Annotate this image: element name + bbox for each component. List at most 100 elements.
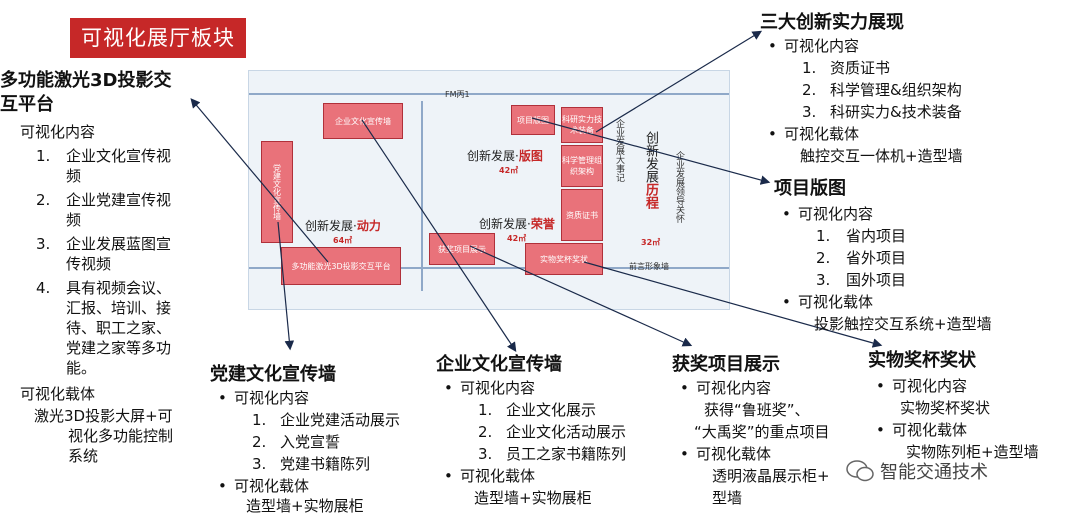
xiangmu-title: 项目版图 [774, 178, 846, 199]
label-xingxiang: 前言形象墙 [629, 262, 669, 271]
room-zizhi: 资质证书 [561, 189, 603, 241]
wenhua-item-num: 1. [478, 401, 493, 419]
wenhua-carrier-head: 可视化载体 [444, 466, 535, 486]
sanda-title: 三大创新实力展现 [760, 12, 904, 33]
xiangmu-content-head: 可视化内容 [782, 204, 873, 224]
room-projector: 多功能激光3D投影交互平台 [281, 247, 401, 285]
xiangmu-item-num: 2. [816, 249, 831, 267]
huojiang-content-head: 可视化内容 [680, 378, 771, 398]
projector-item-text: 频 [66, 167, 82, 185]
wenhua-title: 企业文化宣传墙 [436, 354, 562, 375]
projector-item-num: 1. [36, 147, 51, 165]
projector-title-line1: 多功能激光3D投影交 [0, 70, 172, 91]
dangjian-title: 党建文化宣传墙 [210, 364, 336, 385]
zone-licheng: 创新发展历程 [643, 131, 658, 209]
huojiang-carrier-head: 可视化载体 [680, 444, 771, 464]
dangjian-item-num: 2. [252, 433, 267, 451]
projector-item-num: 2. [36, 191, 51, 209]
wenhua-carrier: 造型墙+实物展柜 [474, 489, 592, 507]
projector-item-text: 党建之家等多功 [66, 339, 172, 357]
room-dangjian: 党建文化宣传墙 [261, 141, 293, 243]
zone-banto-area: 42㎡ [499, 166, 519, 175]
jiangbei-title: 实物奖杯奖状 [868, 350, 976, 371]
sanda-item-text: 科学管理&组织架构 [830, 81, 962, 99]
xiangmu-item-text: 省内项目 [846, 227, 907, 245]
room-xiangmu: 项目版图 [511, 105, 555, 135]
projector-item-text: 企业发展蓝图宣 [66, 235, 172, 253]
sanda-carrier-head: 可视化载体 [768, 124, 859, 144]
huojiang-carrier: 透明液晶展示柜+ [712, 467, 830, 485]
room-guanli: 科学管理组织架构 [561, 145, 603, 187]
wall-divider [421, 101, 423, 291]
xiangmu-item-text: 国外项目 [846, 271, 907, 289]
wall-bottom [249, 267, 729, 269]
arrow-projector [190, 98, 329, 263]
floor-plan: 企业文化宣传墙 党建文化宣传墙 多功能激光3D投影交互平台 项目版图 科研实力技… [248, 70, 730, 310]
label-dashiji: 企业发展大事记 [614, 119, 624, 182]
label-lingdao: 企业发展领导关怀 [674, 151, 684, 223]
room-keyan: 科研实力技术装备 [561, 107, 603, 143]
room-jiangbei: 实物奖杯奖状 [525, 243, 603, 275]
arrow-xiangmu [531, 117, 771, 185]
arrow-dangjian [277, 221, 295, 351]
sanda-content-head: 可视化内容 [768, 36, 859, 56]
projector-content-head: 可视化内容 [20, 123, 96, 141]
wall-top [249, 93, 729, 95]
projector-carrier-head: 可视化载体 [20, 385, 96, 403]
dangjian-item-num: 1. [252, 411, 267, 429]
page-title: 可视化展厅板块 [70, 18, 246, 58]
projector-carrier-line: 视化多功能控制 [68, 427, 174, 445]
projector-title-line2: 互平台 [0, 94, 54, 115]
wenhua-item-text: 企业文化活动展示 [506, 423, 627, 441]
zone-licheng-area: 32㎡ [641, 238, 661, 247]
projector-item-text: 企业文化宣传视 [66, 147, 172, 165]
xiangmu-carrier-head: 可视化载体 [782, 292, 873, 312]
projector-carrier-line: 激光3D投影大屏+可 [34, 407, 173, 425]
dangjian-carrier: 造型墙+实物展柜 [246, 497, 364, 515]
projector-item-text: 频 [66, 211, 82, 229]
projector-item-num: 4. [36, 279, 51, 297]
zone-dongli: 创新发展·动力 [305, 219, 381, 233]
wenhua-item-num: 2. [478, 423, 493, 441]
zone-rongyu-area: 42㎡ [507, 234, 527, 243]
jiangbei-content-head: 可视化内容 [876, 376, 967, 396]
wenhua-item-text: 员工之家书籍陈列 [506, 445, 627, 463]
xiangmu-item-text: 省外项目 [846, 249, 907, 267]
huojiang-title: 获奖项目展示 [672, 354, 780, 375]
dangjian-content-head: 可视化内容 [218, 388, 309, 408]
projector-item-text: 待、职工之家、 [66, 319, 172, 337]
projector-item-text: 传视频 [66, 255, 112, 273]
dangjian-item-text: 企业党建活动展示 [280, 411, 401, 429]
xiangmu-item-num: 3. [816, 271, 831, 289]
xiangmu-item-num: 1. [816, 227, 831, 245]
xiangmu-carrier: 投影触控交互系统+造型墙 [814, 315, 992, 333]
projector-item-text: 企业党建宣传视 [66, 191, 172, 209]
arrow-sanda [595, 30, 763, 133]
watermark-text: 智能交通技术 [880, 462, 988, 483]
sanda-item-text: 资质证书 [830, 59, 891, 77]
arrow-wenhua [361, 119, 517, 352]
projector-item-text: 汇报、培训、接 [66, 299, 172, 317]
dangjian-item-num: 3. [252, 455, 267, 473]
projector-item-num: 3. [36, 235, 51, 253]
arrow-jiangbei [583, 261, 883, 348]
sanda-item-num: 1. [802, 59, 817, 77]
watermark: 智能交通技术 [846, 458, 988, 484]
zone-banto: 创新发展·版图 [467, 149, 543, 163]
sanda-item-num: 3. [802, 103, 817, 121]
wenhua-content-head: 可视化内容 [444, 378, 535, 398]
jiangbei-desc: 实物奖杯奖状 [900, 399, 991, 417]
dangjian-item-text: 党建书籍陈列 [280, 455, 371, 473]
dangjian-item-text: 入党宣誓 [280, 433, 341, 451]
zone-dongli-area: 64㎡ [333, 236, 353, 245]
jiangbei-carrier-head: 可视化载体 [876, 420, 967, 440]
wenhua-item-num: 3. [478, 445, 493, 463]
huojiang-carrier: 型墙 [712, 489, 743, 507]
huojiang-desc: 获得“鲁班奖”、 [704, 401, 810, 419]
huojiang-desc: “大禹奖”的重点项目 [694, 423, 830, 441]
label-elevator: FM丙1 [445, 90, 470, 99]
projector-item-text: 具有视频会议、 [66, 279, 172, 297]
arrow-huojiang [469, 245, 693, 347]
wechat-icon [846, 460, 874, 482]
